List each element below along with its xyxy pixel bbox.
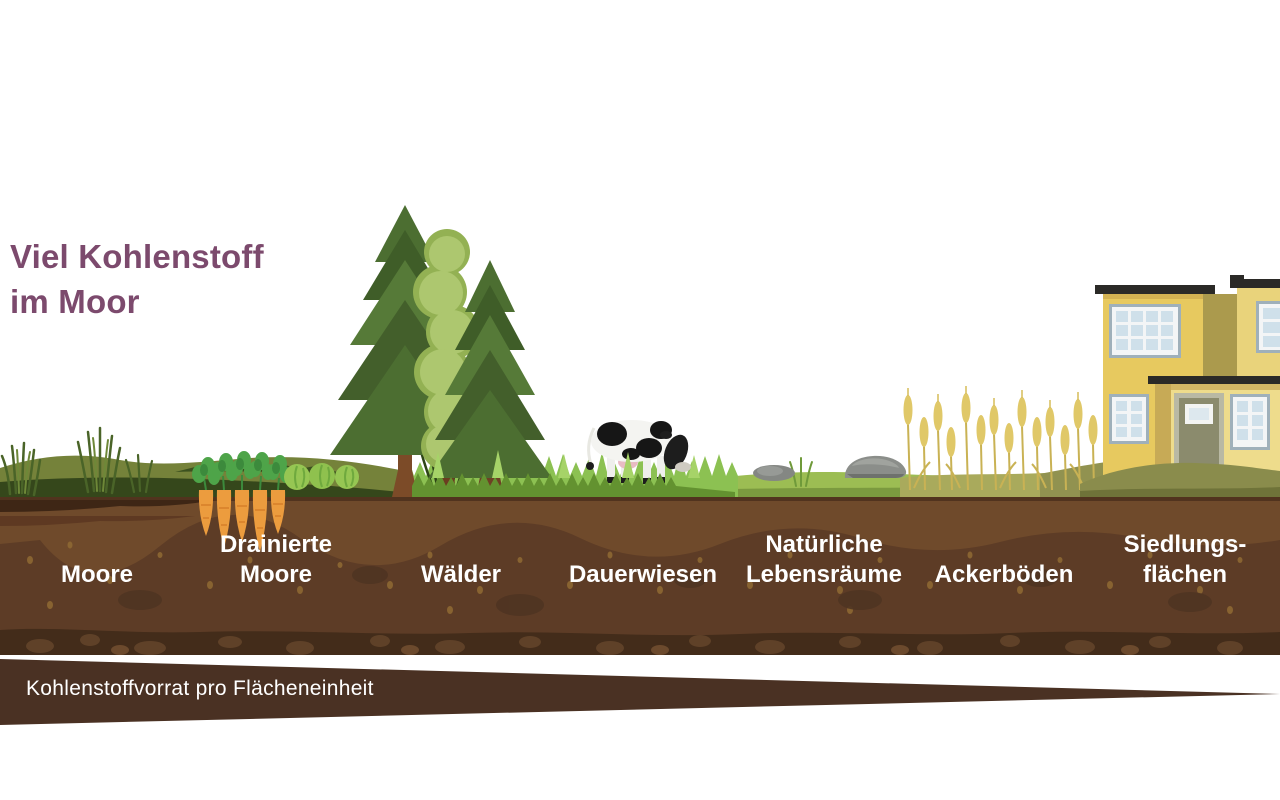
- label-waelder: Wälder: [420, 561, 502, 588]
- page-title: Viel Kohlenstoff im Moor: [10, 234, 264, 324]
- carbon-stock-wedge-label: Kohlenstoffvorrat pro Flächeneinheit: [26, 677, 374, 700]
- window-lower-right: [1230, 394, 1270, 450]
- wheat-icon: [903, 386, 1098, 491]
- page-title-line1: Viel Kohlenstoff: [10, 238, 264, 275]
- settlement-hill: [1080, 462, 1280, 497]
- window-upper-right: [1256, 301, 1280, 353]
- vegetables-group: [192, 451, 359, 552]
- soil-dark-patches: [118, 566, 1212, 616]
- carbon-stock-wedge: [0, 659, 1280, 725]
- window-upper-left: [1109, 304, 1181, 358]
- cow-icon: [586, 420, 691, 484]
- soil-cross-section: [0, 497, 1280, 655]
- label-natuerliche-lebensraeume: Natürliche Lebensräume: [745, 531, 903, 588]
- label-ackerboeden: Ackerböden: [934, 561, 1074, 588]
- cabbage-icon: [284, 463, 359, 490]
- meadow-grass-highlights: [432, 450, 700, 478]
- meadow-grass-front: [412, 473, 735, 497]
- house-icon: [1095, 275, 1280, 478]
- soil-pebbles: [26, 634, 1243, 655]
- label-dauerwiesen: Dauerwiesen: [568, 561, 718, 588]
- carrot-icon: [192, 451, 292, 552]
- label-moore: Moore: [61, 561, 133, 588]
- fir-tree-icon-2: [428, 260, 552, 492]
- soil-speckles: [27, 541, 1243, 614]
- rock-icon: [753, 455, 907, 481]
- label-drainierte-moore: Drainierte Moore: [219, 531, 333, 588]
- window-lower-left: [1109, 394, 1149, 444]
- label-siedlungsflaechen: Siedlungs- flächen: [1123, 531, 1247, 588]
- page-title-line2: im Moor: [10, 283, 140, 320]
- forest-group: [330, 205, 552, 497]
- soil-pebbles-light: [111, 645, 1139, 655]
